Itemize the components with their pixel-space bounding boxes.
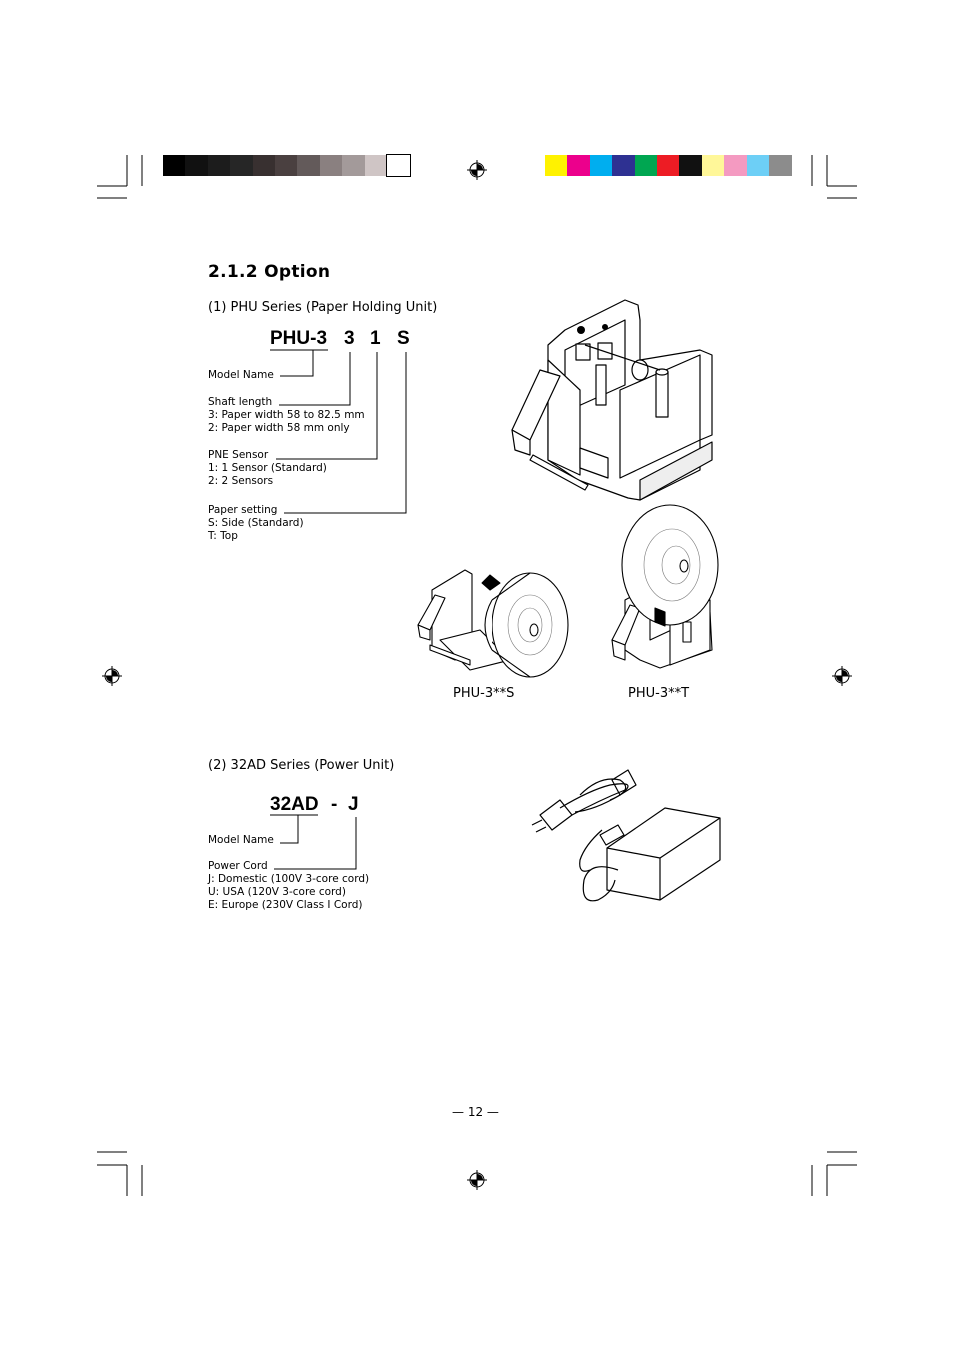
ad-cord-label: Power Cord J: Domestic (100V 3-core cord… [208, 860, 369, 912]
color-swatch [634, 155, 658, 176]
setting-option-t: T: Top [208, 530, 238, 542]
color-swatch [567, 155, 591, 176]
color-swatch [230, 155, 254, 176]
ad-code-dash: - [331, 794, 338, 815]
color-swatch [769, 155, 792, 176]
page-number: — 12 — [452, 1105, 499, 1119]
color-swatch [679, 155, 703, 176]
color-swatch [612, 155, 636, 176]
cord-option-e: E: Europe (230V Class I Cord) [208, 899, 363, 911]
setting-title: Paper setting [208, 504, 278, 516]
color-swatch [701, 155, 725, 176]
caption-side: PHU-3**S [453, 686, 515, 701]
color-swatch [275, 155, 298, 176]
color-swatch [364, 155, 388, 176]
setting-option-s: S: Side (Standard) [208, 517, 304, 529]
shaft-option-3: 3: Paper width 58 to 82.5 mm [208, 409, 365, 421]
ad-code-cord: J [348, 794, 359, 815]
color-swatch [657, 155, 680, 176]
shaft-title: Shaft length [208, 396, 273, 408]
ad-model-name-label: Model Name [208, 834, 274, 846]
color-swatch [185, 155, 209, 176]
phu-heading: (1) PHU Series (Paper Holding Unit) [208, 300, 438, 315]
shaft-option-2: 2: Paper width 58 mm only [208, 422, 350, 434]
phu-code-prefix: PHU-3 [270, 328, 328, 349]
sensor-title: PNE Sensor [208, 449, 269, 461]
color-swatch [746, 155, 770, 176]
caption-top: PHU-3**T [628, 686, 690, 701]
phu-model-name-label: Model Name [208, 369, 274, 381]
cord-title: Power Cord [208, 860, 268, 872]
section-title: 2.1.2 Option [208, 262, 331, 282]
cord-option-u: U: USA (120V 3-core cord) [208, 886, 346, 898]
color-swatch [252, 155, 276, 176]
ad-heading: (2) 32AD Series (Power Unit) [208, 758, 395, 773]
color-swatch [545, 155, 568, 176]
phu-setting-label: Paper setting S: Side (Standard) T: Top [208, 504, 304, 543]
sensor-option-2: 2: 2 Sensors [208, 475, 274, 487]
color-swatch [386, 154, 411, 177]
phu-code-shaft: 3 [344, 328, 355, 349]
color-swatch [342, 155, 366, 176]
phu-shaft-label: Shaft length 3: Paper width 58 to 82.5 m… [208, 396, 365, 435]
cord-option-j: J: Domestic (100V 3-core cord) [208, 873, 370, 885]
color-swatch [207, 155, 231, 176]
phu-sensor-label: PNE Sensor 1: 1 Sensor (Standard) 2: 2 S… [208, 449, 327, 488]
phu-code-setting: S [397, 328, 410, 349]
color-swatch [319, 155, 343, 176]
color-swatch [589, 155, 613, 176]
ad-code-prefix: 32AD [270, 794, 319, 815]
color-swatch [724, 155, 748, 176]
sensor-option-1: 1: 1 Sensor (Standard) [208, 462, 327, 474]
color-swatch [297, 155, 321, 176]
color-swatch [163, 155, 186, 176]
phu-code-sensor: 1 [370, 328, 381, 349]
